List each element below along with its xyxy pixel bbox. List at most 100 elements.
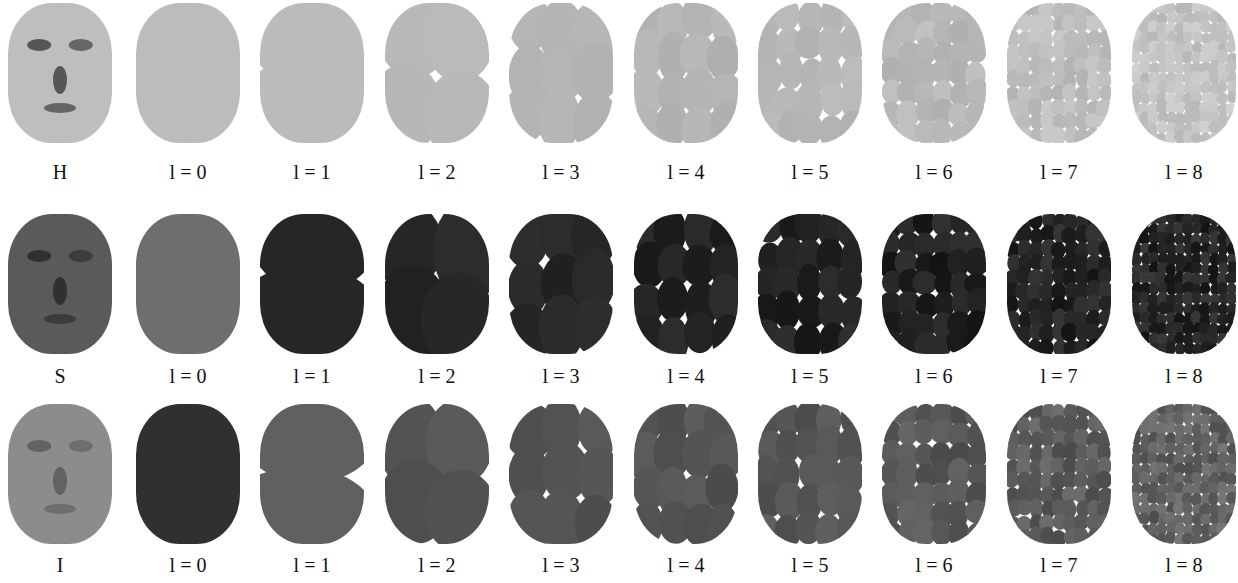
level-label: l = 7 [999, 364, 1119, 388]
level-ellipse [1225, 404, 1236, 416]
level-ellipse [574, 296, 613, 354]
level-ellipse [1139, 513, 1150, 525]
ellipse-level [1132, 214, 1236, 354]
level-ellipse [1132, 214, 1142, 227]
ellipse-level [634, 404, 738, 544]
level-ellipse [1132, 344, 1141, 354]
ellipse-level [758, 3, 862, 143]
level-ellipse [1007, 530, 1020, 544]
face-feature [53, 66, 67, 94]
level-ellipse [1099, 295, 1111, 312]
level-label: l = 1 [252, 364, 372, 388]
level-ellipse [421, 273, 489, 354]
level-ellipse [1016, 336, 1030, 354]
channel-label: I [0, 553, 120, 577]
level-ellipse [1219, 404, 1230, 416]
level-ellipse [1227, 521, 1236, 535]
level-ellipse [573, 92, 613, 143]
level-ellipse [837, 510, 862, 544]
level-ellipse [1217, 92, 1228, 105]
level-ellipse [710, 101, 738, 143]
level-ellipse [1217, 342, 1229, 354]
ellipse-level [260, 404, 364, 544]
ellipse-level [1007, 214, 1111, 354]
level-ellipse [1200, 282, 1210, 295]
level-label: l = 4 [626, 553, 746, 577]
level-ellipse [1217, 30, 1228, 43]
level-ellipse [1218, 214, 1229, 227]
level-label: l = 2 [377, 160, 497, 184]
level-ellipse [1061, 323, 1078, 342]
level-ellipse [1147, 110, 1159, 125]
level-ellipse [657, 277, 688, 321]
level-ground [136, 3, 240, 143]
level-ellipse [1098, 115, 1111, 131]
level-ellipse [1132, 521, 1142, 535]
level-label: l = 3 [501, 553, 621, 577]
level-ellipse [260, 467, 364, 544]
level-ellipse [424, 470, 489, 544]
level-label: l = 3 [501, 160, 621, 184]
level-ellipse [1226, 292, 1236, 305]
level-label: l = 0 [128, 364, 248, 388]
level-ellipse [1096, 471, 1111, 489]
face-ground [8, 404, 112, 544]
level-ellipse [574, 494, 613, 544]
level-ellipse [966, 39, 986, 63]
level-ellipse [774, 290, 800, 330]
ellipse-level [136, 214, 240, 354]
level-ellipse [1157, 30, 1168, 44]
level-ellipse [1149, 511, 1160, 525]
face-feature [69, 39, 93, 51]
level-ellipse [1225, 60, 1236, 74]
ellipse-level [634, 214, 738, 354]
ellipse-level [509, 214, 613, 354]
level-ellipse [1165, 532, 1176, 544]
level-ellipse [1132, 3, 1143, 14]
level-ellipse [1201, 533, 1211, 544]
level-ground [1007, 214, 1111, 354]
level-ellipse [1139, 343, 1150, 354]
level-ellipse [1225, 533, 1236, 544]
ellipse-level [882, 214, 986, 354]
ellipse-level [1132, 3, 1236, 143]
level-ellipse [839, 110, 862, 143]
level-ellipse [1097, 514, 1111, 531]
level-ellipse [1182, 31, 1192, 43]
level-label: l = 6 [874, 160, 994, 184]
level-ground [1132, 404, 1236, 544]
level-ellipse [260, 54, 364, 143]
face-feature [69, 250, 93, 262]
level-ellipse [965, 124, 986, 143]
level-ellipse [1209, 214, 1220, 225]
level-ellipse [964, 248, 986, 276]
level-ellipse [882, 120, 900, 143]
level-ellipse [1039, 86, 1053, 102]
level-label: l = 5 [750, 553, 870, 577]
level-label: l = 6 [874, 553, 994, 577]
level-ground [1132, 3, 1236, 143]
level-label: l = 3 [501, 364, 621, 388]
level-ellipse [1062, 84, 1077, 102]
level-ellipse [1099, 29, 1111, 47]
level-ellipse [712, 314, 738, 354]
level-ellipse [949, 519, 969, 544]
face-image [8, 3, 112, 143]
level-label: l = 4 [626, 364, 746, 388]
level-ellipse [1018, 499, 1032, 516]
level-ellipse [775, 3, 800, 31]
level-ellipse [1217, 131, 1227, 143]
level-ellipse [964, 329, 986, 354]
level-ellipse [1225, 122, 1236, 135]
ellipse-level [634, 3, 738, 143]
level-ellipse [1087, 84, 1101, 101]
level-ellipse [1132, 132, 1141, 143]
ellipse-level [385, 404, 489, 544]
channel-label: H [0, 160, 120, 184]
level-label: l = 1 [252, 553, 372, 577]
level-ellipse [794, 323, 822, 354]
level-ellipse [1097, 404, 1111, 418]
face-feature [44, 103, 76, 113]
level-ellipse [1007, 338, 1021, 354]
